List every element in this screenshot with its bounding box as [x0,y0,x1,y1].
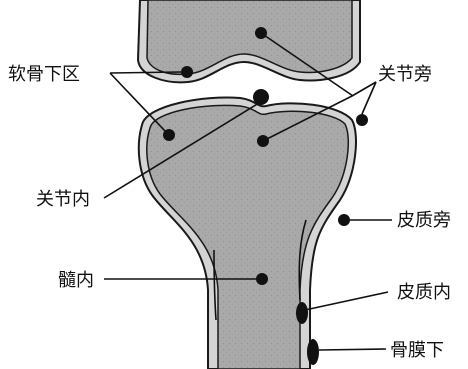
lesion-dot-paracortical [338,214,350,226]
label-intra-articular: 关节内 [36,189,90,210]
lesion-dot-juxta-articular [356,114,368,126]
label-intramedullary: 髓内 [58,270,94,291]
lesion-dot-intramedullary [256,273,268,285]
lesion-dot-joint-space [253,89,269,105]
label-subchondral: 软骨下区 [8,64,80,85]
lesion-dot-subchondral-upper [181,66,193,78]
upper-bone [138,0,360,82]
lesion-dot-intracortical [296,302,308,324]
label-intracortical: 皮质内 [397,282,451,303]
label-juxta-articular: 关节旁 [378,64,432,85]
label-paracortical: 皮质旁 [397,210,451,231]
lesion-dot-subperiosteal [307,339,319,365]
label-subperiosteal: 骨膜下 [390,340,444,361]
